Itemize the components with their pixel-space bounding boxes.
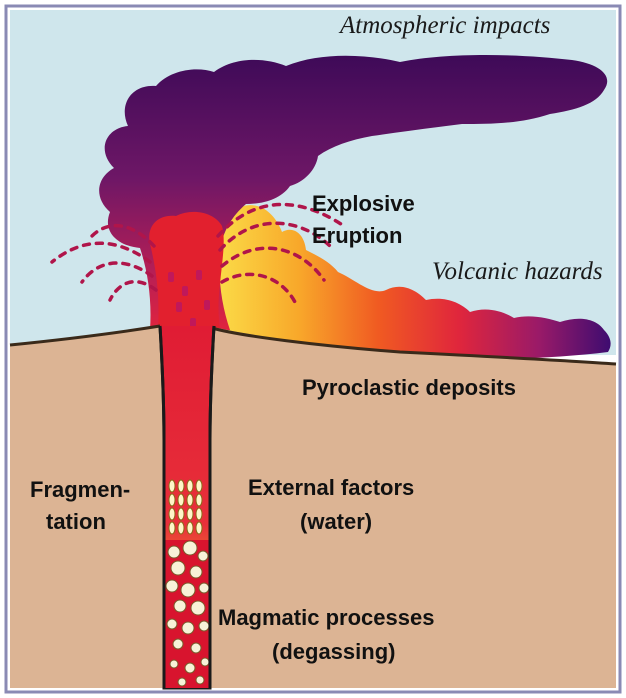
label-eruption: Eruption	[312, 222, 402, 249]
label-volcanic-hazards: Volcanic hazards	[432, 258, 603, 286]
label-fragmentation-2: tation	[46, 508, 106, 535]
label-explosive: Explosive	[312, 190, 415, 217]
label-external-factors: External factors	[248, 474, 414, 501]
label-magmatic-processes: Magmatic processes	[218, 604, 434, 631]
label-pyroclastic-deposits: Pyroclastic deposits	[302, 374, 516, 401]
plume-core	[149, 212, 223, 330]
label-atmospheric-impacts: Atmospheric impacts	[340, 12, 550, 40]
label-degassing: (degassing)	[272, 638, 395, 665]
label-fragmentation-1: Fragmen-	[30, 476, 130, 503]
label-water: (water)	[300, 508, 372, 535]
